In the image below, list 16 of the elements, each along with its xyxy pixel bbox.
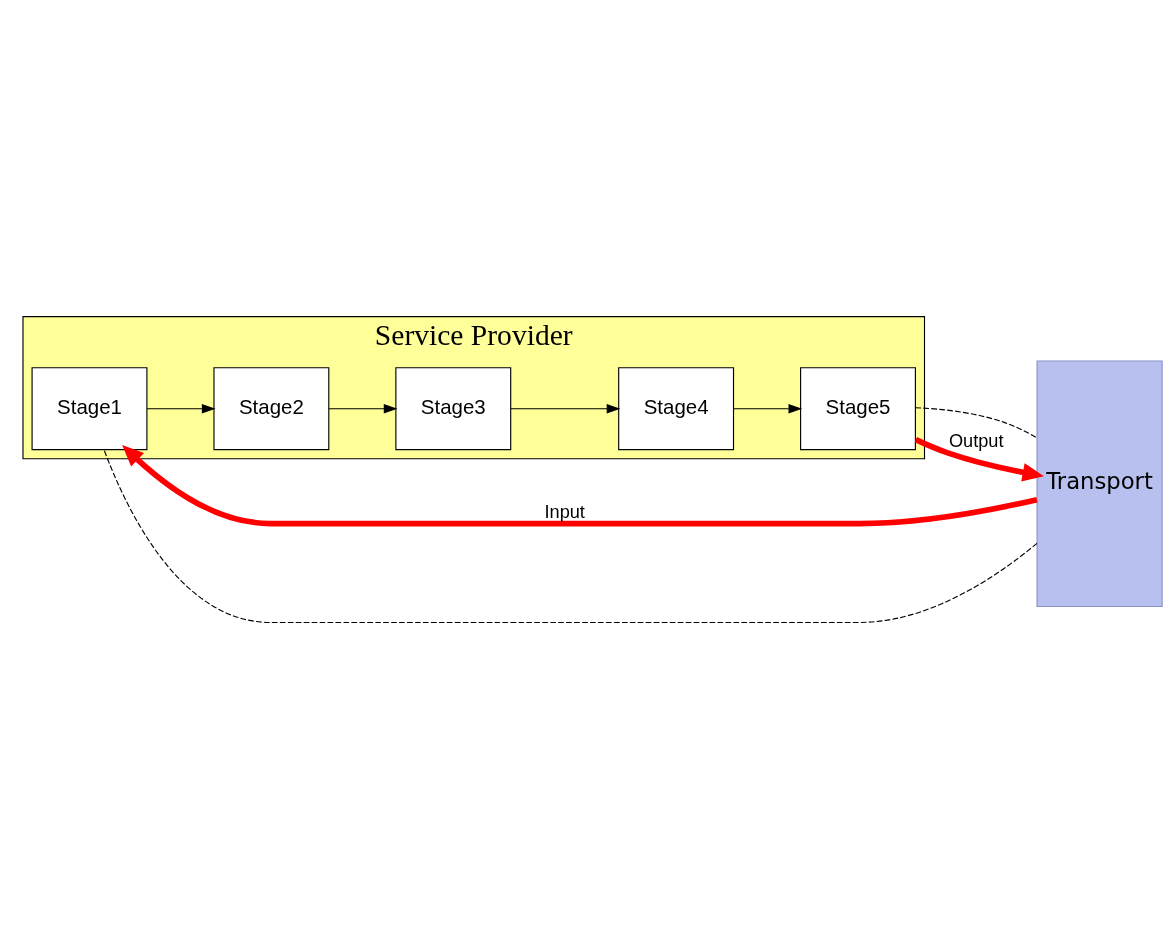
arrow [122,444,1038,526]
arrow [510,403,621,413]
arrow [146,403,216,413]
edge-label: Input [544,501,585,522]
node-box: Transport [1036,359,1163,607]
node-box: Stage5 [800,366,916,450]
arrow [328,403,398,413]
node-box: Stage4 [618,366,735,450]
connector [914,406,1038,438]
node-box: Stage1 [31,366,148,450]
node-box: Stage3 [395,366,512,450]
connector [103,448,1038,623]
node-box: Stage2 [213,366,330,450]
arrow [914,436,1044,481]
arrow [733,403,803,413]
edge-label: Output [948,430,1004,451]
